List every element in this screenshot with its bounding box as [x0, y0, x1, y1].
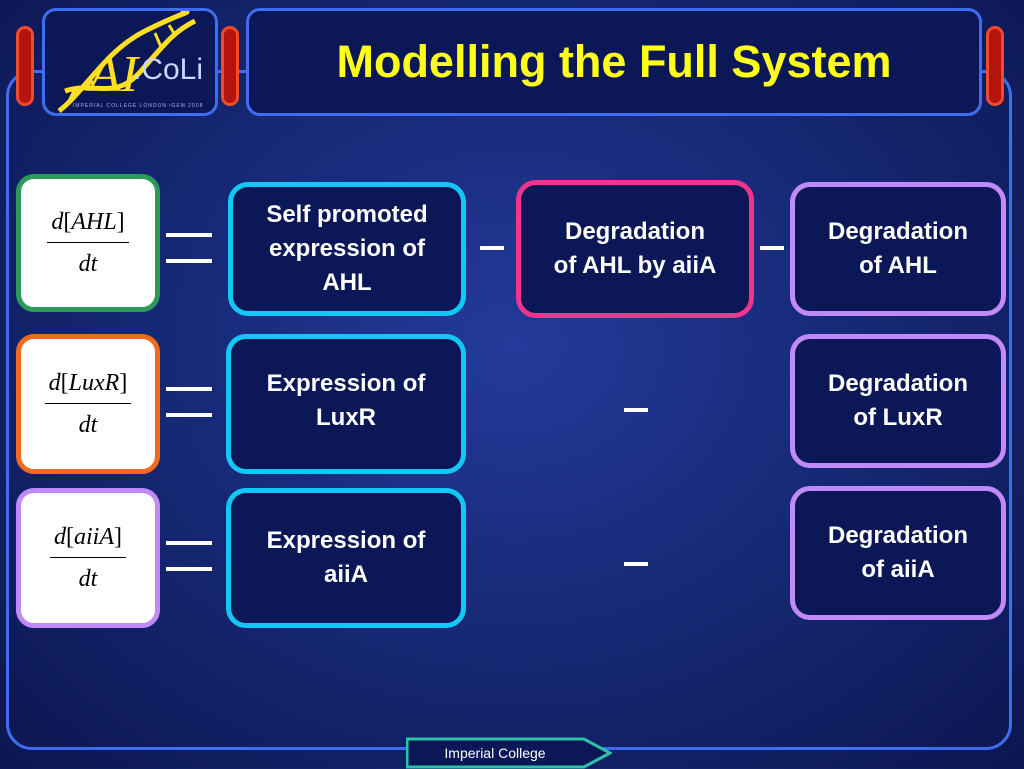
- logo-tagline: IMPERIAL COLLEGE LONDON iGEM 2008: [73, 103, 204, 109]
- right-red-pill: [986, 26, 1004, 106]
- middle-red-pill: [221, 26, 239, 106]
- derivative-ahl: d[AHL] dt: [16, 174, 160, 312]
- term-ahl-degradation-by-aiia: Degradation of AHL by aiiA: [516, 180, 754, 318]
- logo-brand: .CoLi: [133, 53, 204, 86]
- term-ahl-self-promoted-expression: Self promoted expression of AHL: [228, 182, 466, 316]
- footer-label: Imperial College: [444, 745, 546, 761]
- minus-sign: [760, 246, 784, 250]
- deriv-d: d: [54, 523, 66, 550]
- term-luxr-expression: Expression of LuxR: [226, 334, 466, 474]
- deriv-dt: dt: [78, 411, 98, 438]
- minus-sign: [624, 562, 648, 566]
- deriv-d: d: [48, 369, 61, 396]
- imperial-college-arrow-icon: [406, 737, 612, 769]
- term-aiia-degradation: Degradation of aiiA: [790, 486, 1006, 620]
- equals-sign: [166, 233, 212, 263]
- minus-sign: [624, 408, 648, 412]
- equals-sign: [166, 541, 212, 571]
- page-title: Modelling the Full System: [336, 36, 892, 87]
- deriv-close-bracket: ]: [114, 523, 122, 550]
- term-aiia-expression: Expression of aiiA: [226, 488, 466, 628]
- deriv-open-bracket: [: [60, 369, 69, 396]
- logo: AI .CoLi IMPERIAL COLLEGE LONDON iGEM 20…: [42, 8, 218, 116]
- footer: Imperial College: [406, 737, 612, 769]
- deriv-open-bracket: [: [66, 523, 74, 550]
- deriv-dt: dt: [78, 250, 98, 277]
- deriv-close-bracket: ]: [119, 369, 128, 396]
- deriv-open-bracket: [: [63, 208, 72, 235]
- deriv-variable: aiiA: [74, 523, 114, 550]
- minus-sign: [480, 246, 504, 250]
- deriv-d: d: [51, 208, 64, 235]
- derivative-luxr: d[LuxR] dt: [16, 334, 160, 474]
- term-luxr-degradation: Degradation of LuxR: [790, 334, 1006, 468]
- deriv-variable: AHL: [71, 208, 117, 235]
- title-banner: Modelling the Full System: [246, 8, 982, 116]
- left-red-pill: [16, 26, 34, 106]
- deriv-variable: LuxR: [68, 369, 120, 396]
- equals-sign: [166, 387, 212, 417]
- derivative-aiia: d[aiiA] dt: [16, 488, 160, 628]
- dna-helix-icon: AI: [57, 11, 197, 113]
- deriv-dt: dt: [78, 565, 98, 592]
- deriv-close-bracket: ]: [116, 208, 125, 235]
- logo-mark: AI: [86, 46, 141, 103]
- term-ahl-degradation: Degradation of AHL: [790, 182, 1006, 316]
